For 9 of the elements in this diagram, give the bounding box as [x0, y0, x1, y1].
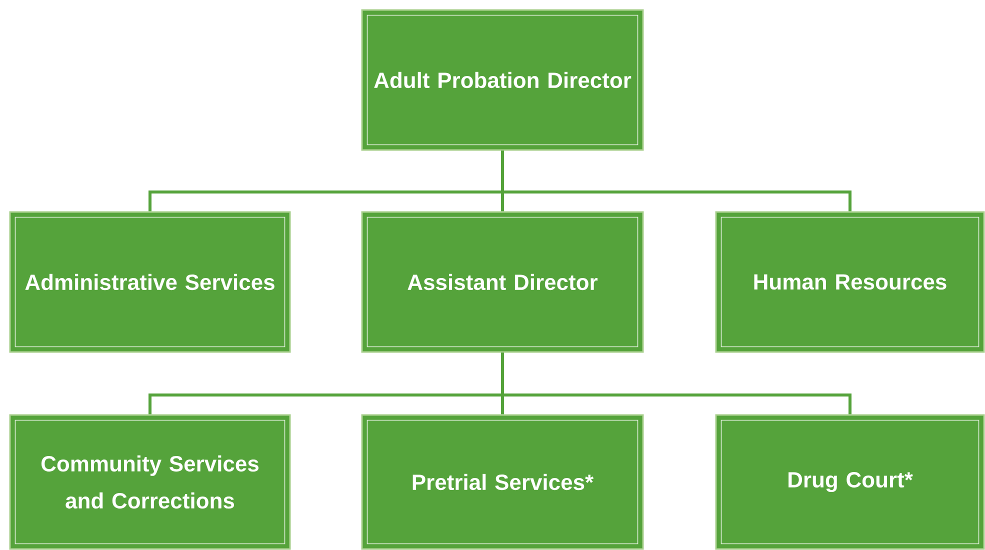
org-box: Community Services and Corrections	[9, 414, 291, 550]
org-box: Assistant Director	[361, 211, 644, 353]
org-box: Human Resources	[715, 211, 985, 353]
org-box: Pretrial Services*	[361, 414, 644, 550]
connector-line	[501, 150, 852, 212]
org-box: Drug Court*	[715, 414, 985, 550]
org-box: Administrative Services	[9, 211, 291, 353]
org-box: Adult Probation Director	[361, 9, 644, 151]
connector-line	[501, 352, 852, 414]
